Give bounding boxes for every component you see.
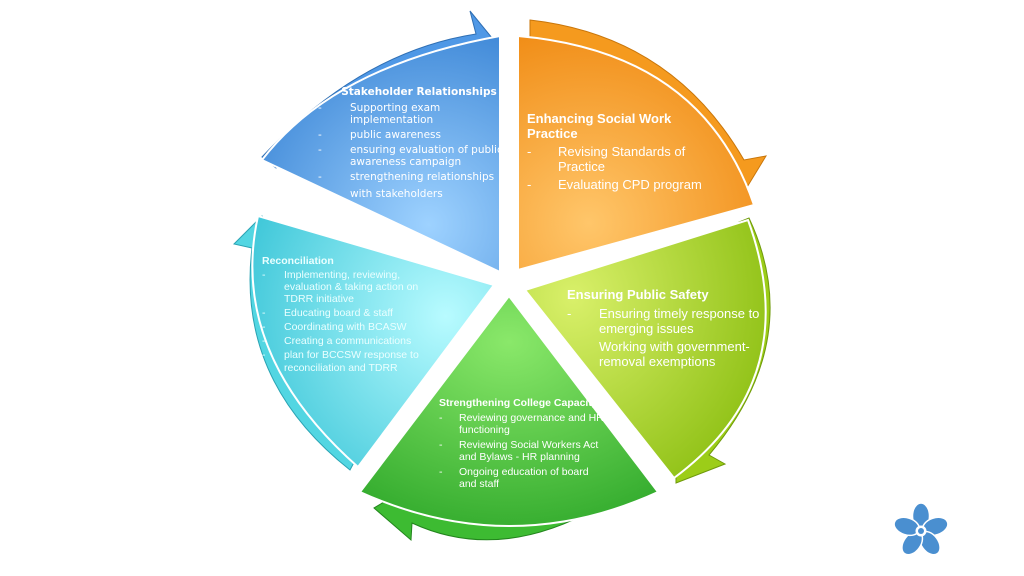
flower-icon: [893, 502, 949, 556]
wedge-enhancing: [517, 34, 756, 272]
list-item: -strengthening relationships: [318, 171, 495, 184]
list-item-continuation: with stakeholders: [350, 188, 443, 201]
list-item: -Working with government- removal exempt…: [567, 338, 750, 369]
list-item: -Reviewing governance and HR functioning: [439, 412, 604, 437]
reconciliation-segment-text: Reconciliation -Implementing, reviewing,…: [262, 255, 442, 374]
segment-heading: Ensuring Public Safety: [567, 287, 709, 302]
segment-heading: Strengthening College Capacity: [439, 397, 598, 409]
list-item: -Reviewing Social Workers Act and Bylaws…: [439, 439, 599, 464]
wedge-reconciliation: [251, 214, 496, 469]
list-item: -Creating a communications: [262, 335, 412, 348]
enhancing-segment-text: Enhancing Social Work Practice -Revising…: [527, 111, 717, 193]
list-item: -Educating board & staff: [262, 307, 393, 320]
list-item: -Ensuring timely response to emerging is…: [567, 305, 760, 336]
segment-heading: Enhancing Social Work Practice: [527, 111, 672, 141]
list-item: -public awareness: [318, 129, 441, 142]
wedge-safety: [523, 218, 767, 480]
list-item: -ensuring evaluation of public awareness…: [318, 144, 503, 169]
list-item: -Revising Standards of Practice: [527, 143, 686, 174]
wedge-stakeholder: [260, 34, 501, 274]
list-item: -Implementing, reviewing, evaluation & t…: [262, 269, 419, 306]
safety-segment-text: Ensuring Public Safety -Ensuring timely …: [567, 287, 772, 370]
list-item: -Supporting exam implementation: [318, 102, 441, 127]
wedge-capacity: [358, 294, 660, 527]
list-item: -Evaluating CPD program: [527, 176, 702, 192]
segment-heading: Stakeholder Relationships: [341, 86, 497, 98]
list-item: -Ongoing education of board and staff: [439, 466, 589, 491]
stakeholder-segment-text: Stakeholder Relationships -Supporting ex…: [318, 86, 508, 201]
capacity-segment-text: Strengthening College Capacity -Reviewin…: [439, 397, 609, 490]
list-item: -plan for BCCSW response to reconciliati…: [262, 349, 419, 374]
segment-heading: Reconciliation: [262, 255, 334, 267]
list-item: -Coordinating with BCASW: [262, 321, 407, 334]
